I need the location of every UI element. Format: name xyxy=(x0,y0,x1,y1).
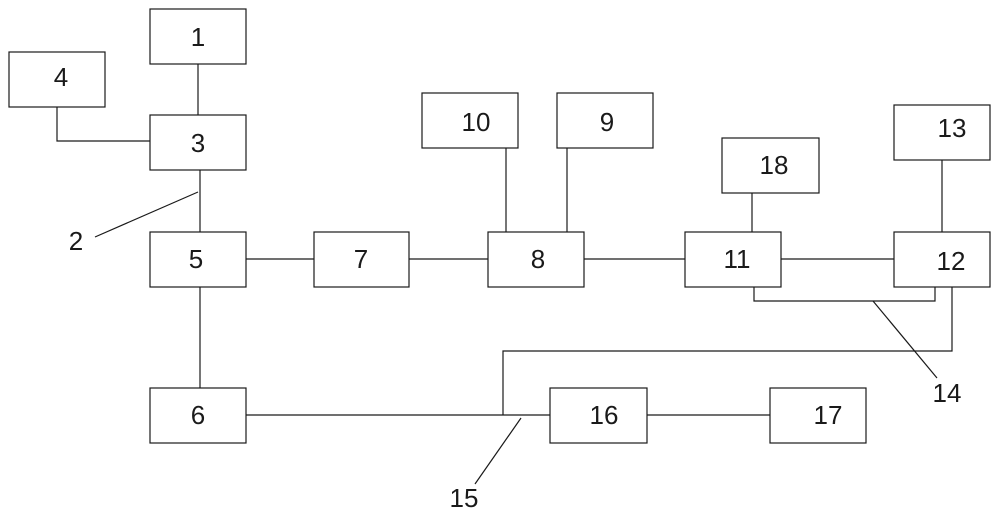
box-12-label: 12 xyxy=(937,246,966,276)
box-8: 8 xyxy=(487,231,585,288)
connection-lines xyxy=(56,64,953,416)
box-5-label: 5 xyxy=(189,244,203,274)
callout-2: 2 xyxy=(69,226,83,256)
box-5: 5 xyxy=(149,231,247,288)
box-1: 1 xyxy=(149,8,247,65)
box-16-label: 16 xyxy=(590,400,619,430)
box-18: 18 xyxy=(721,137,820,194)
box-6-label: 6 xyxy=(191,400,205,430)
box-7-label: 7 xyxy=(354,244,368,274)
box-16: 16 xyxy=(549,387,648,444)
wire-11-12-bottom xyxy=(753,287,936,302)
box-9: 9 xyxy=(556,92,654,149)
box-17-label: 17 xyxy=(814,400,843,430)
box-8-label: 8 xyxy=(531,244,545,274)
callout-14: 14 xyxy=(933,378,962,408)
box-10: 10 xyxy=(421,92,519,149)
leader-14 xyxy=(872,300,938,379)
box-13-label: 13 xyxy=(938,113,967,143)
callout-15: 15 xyxy=(450,483,479,513)
box-17: 17 xyxy=(769,387,867,444)
wire-4-3 xyxy=(56,107,150,142)
box-3-label: 3 xyxy=(191,128,205,158)
box-11: 11 xyxy=(684,231,782,288)
leader-2 xyxy=(94,191,199,238)
leader-15 xyxy=(474,417,522,485)
box-13: 13 xyxy=(893,104,991,161)
box-18-label: 18 xyxy=(760,150,789,180)
box-4: 4 xyxy=(8,51,106,108)
box-3: 3 xyxy=(149,114,247,171)
box-12: 12 xyxy=(893,231,991,288)
box-4-label: 4 xyxy=(54,62,68,92)
box-6: 6 xyxy=(149,387,247,444)
box-7: 7 xyxy=(313,231,410,288)
box-9-label: 9 xyxy=(600,107,614,137)
leader-lines xyxy=(94,191,938,485)
wire-12-bus xyxy=(502,287,953,415)
box-1-label: 1 xyxy=(191,22,205,52)
box-11-label: 11 xyxy=(724,244,751,274)
box-10-label: 10 xyxy=(462,107,491,137)
